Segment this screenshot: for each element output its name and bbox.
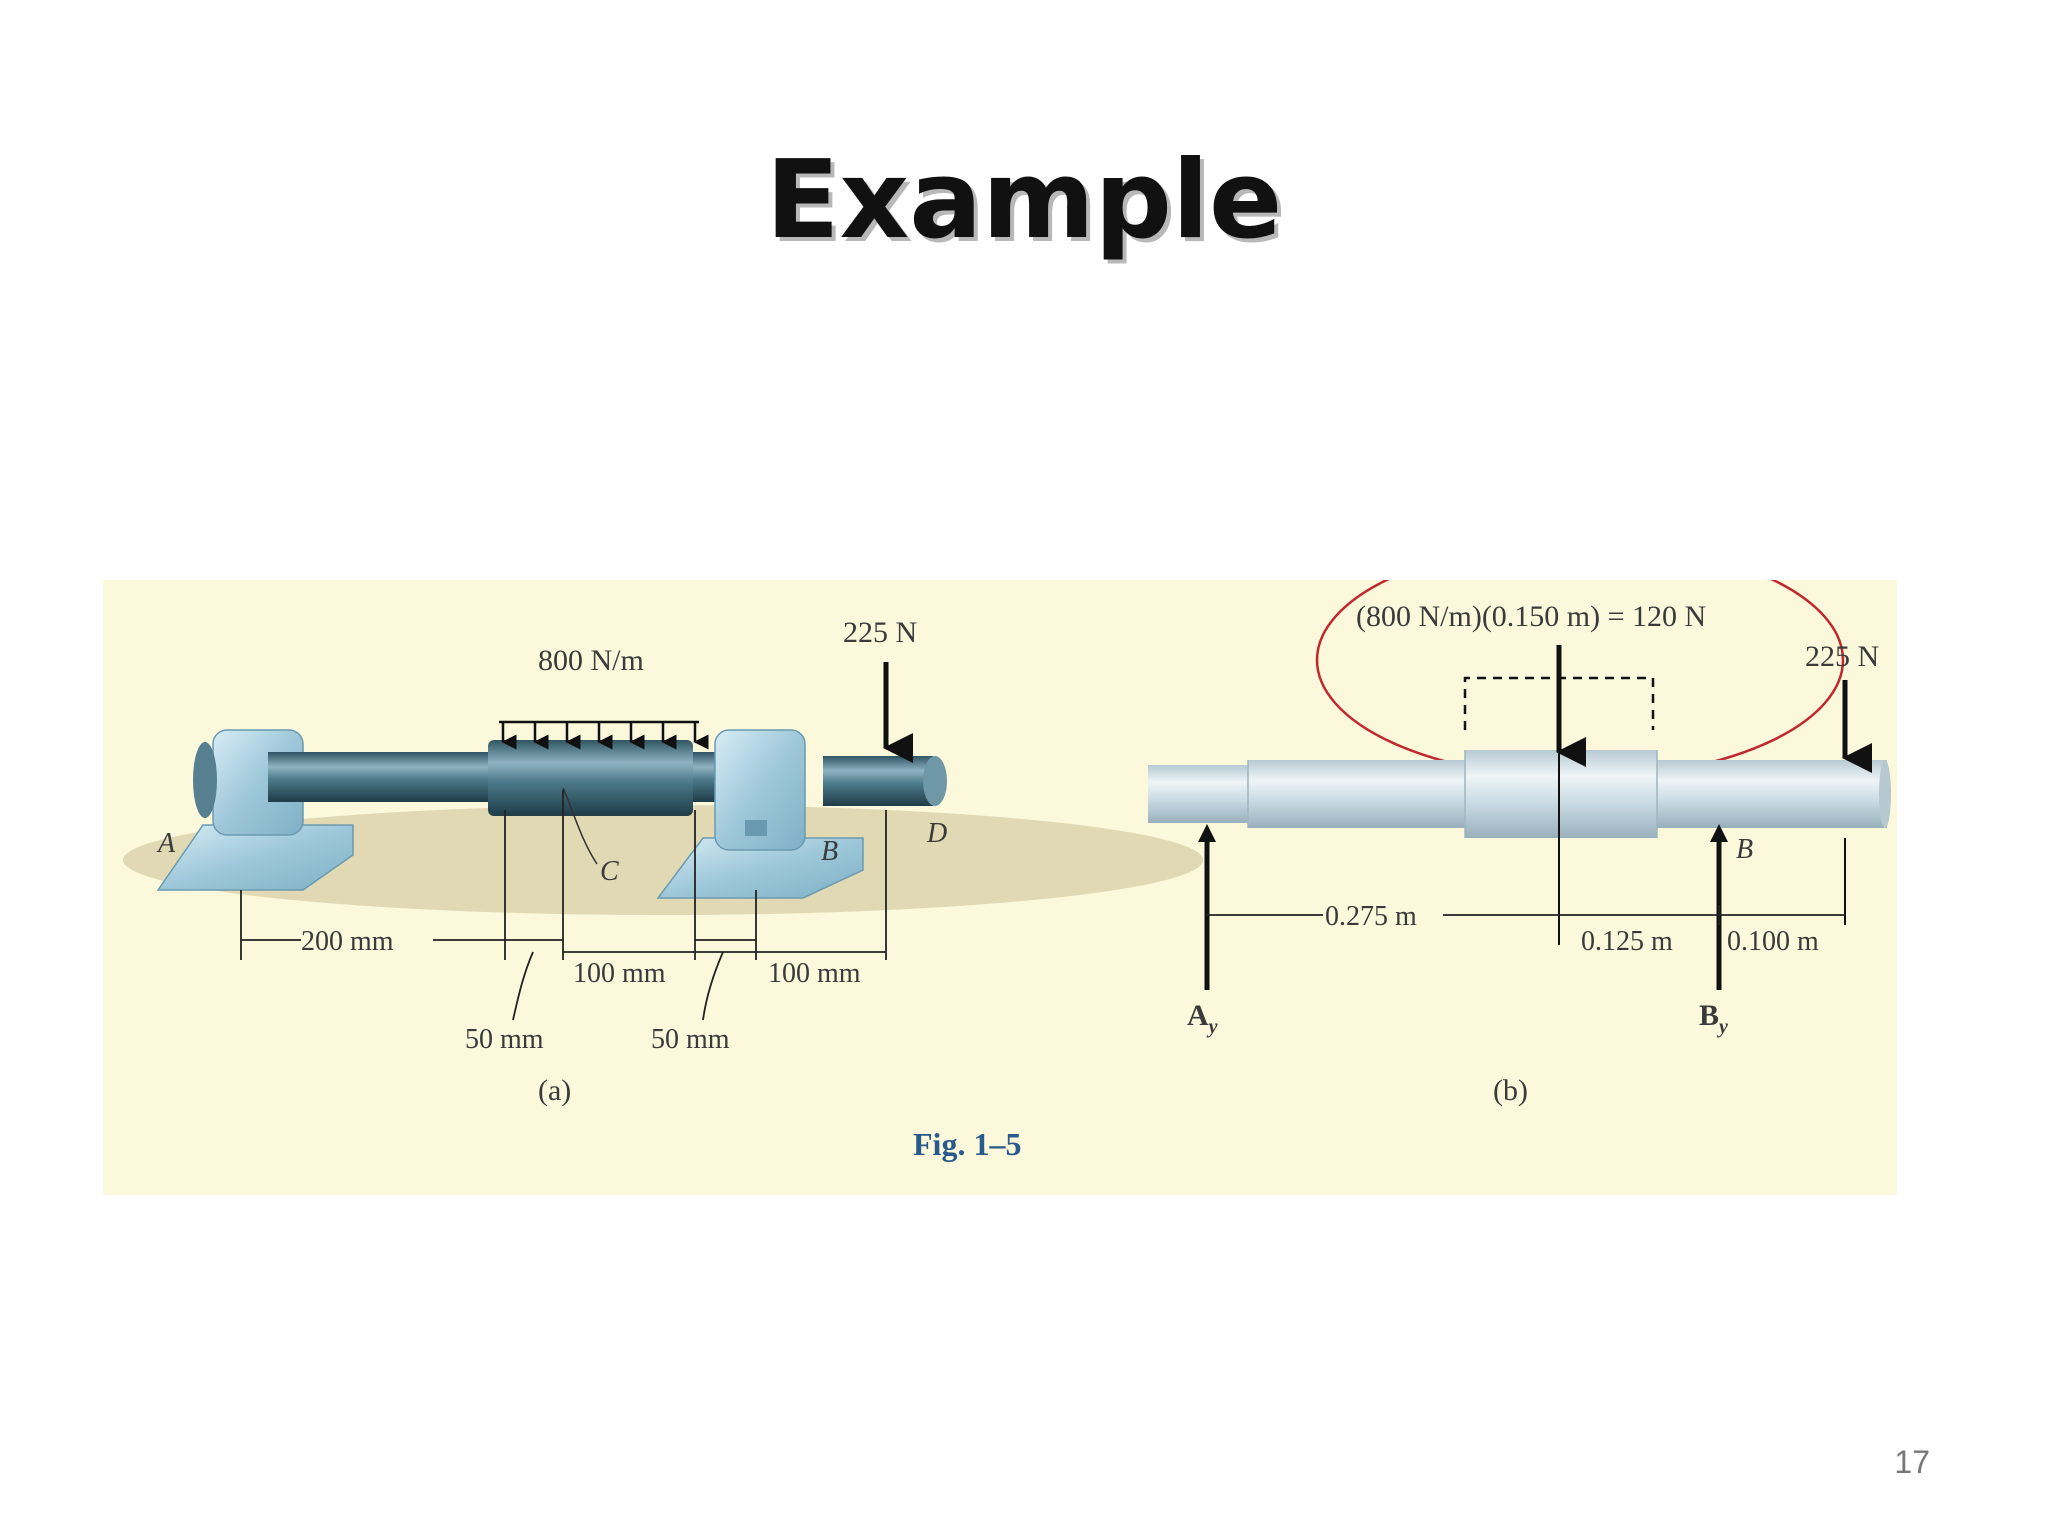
dim-50mm-b: 50 mm (651, 1024, 730, 1055)
figure-b: (800 N/m)(0.150 m) = 120 N 225 N B Ay By… (1148, 580, 1891, 1107)
dimension-lines-b (1207, 905, 1845, 925)
point-load-label-a: 225 N (843, 616, 917, 649)
reaction-b-label: By (1699, 999, 1728, 1038)
reaction-a-label: Ay (1187, 999, 1218, 1038)
dist-load-label: 800 N/m (538, 644, 644, 677)
dim-0100: 0.100 m (1727, 926, 1819, 957)
reaction-a-arrowhead (1198, 824, 1216, 842)
shaft-a (268, 740, 947, 816)
sublabel-a: (a) (538, 1074, 571, 1107)
reaction-b-subscript: y (1717, 1016, 1728, 1038)
label-point-b-b: B (1736, 834, 1753, 865)
dimension-lines-a (240, 790, 887, 1021)
figure-caption: Fig. 1–5 (913, 1126, 1021, 1162)
reaction-b-arrowhead (1710, 824, 1728, 842)
dim-50mm-a: 50 mm (465, 1024, 544, 1055)
label-point-b: B (821, 836, 838, 867)
dim-100mm-b: 100 mm (768, 958, 861, 989)
distributed-load-arrows (499, 720, 709, 750)
point-load-label-b: 225 N (1805, 640, 1879, 673)
slide-title: Example (765, 138, 1283, 263)
leader-c (562, 787, 598, 865)
label-point-a: A (156, 828, 176, 859)
label-point-c: C (600, 856, 619, 887)
reaction-b-letter: B (1699, 999, 1719, 1032)
shaft-b (1148, 750, 1891, 838)
dim-200mm: 200 mm (301, 926, 394, 957)
reaction-a-subscript: y (1207, 1016, 1218, 1038)
resultant-label: (800 N/m)(0.150 m) = 120 N (1356, 600, 1706, 633)
dim-0275: 0.275 m (1325, 901, 1417, 932)
ground-shadow (123, 805, 1203, 915)
figure-a: 800 N/m 225 N A B C D 200 mm 100 mm 100 … (123, 616, 1203, 1107)
label-point-d: D (926, 818, 947, 849)
figure-panel: 800 N/m 225 N A B C D 200 mm 100 mm 100 … (103, 580, 1897, 1195)
reaction-a-letter: A (1187, 999, 1209, 1032)
shaft-diagram: 800 N/m 225 N A B C D 200 mm 100 mm 100 … (123, 580, 1891, 1162)
dim-0125: 0.125 m (1581, 926, 1673, 957)
page-number: 17 (1894, 1444, 1930, 1480)
dim-100mm-a: 100 mm (573, 958, 666, 989)
sublabel-b: (b) (1493, 1074, 1528, 1107)
